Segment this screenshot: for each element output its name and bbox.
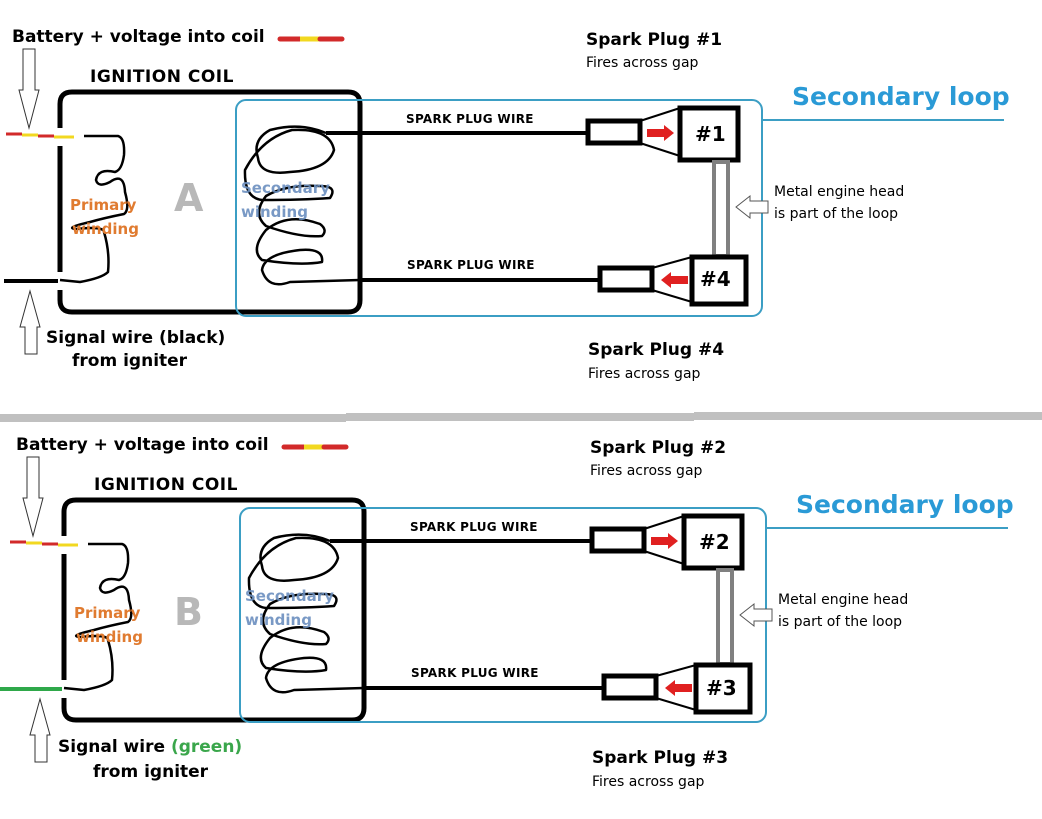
panel-divider [0, 412, 1042, 422]
engine-head-arrow-icon [739, 602, 773, 628]
plug-id-label: #3 [706, 676, 737, 700]
top-plug-title: Spark Plug #2 [590, 438, 727, 458]
primary-winding-coil [63, 542, 133, 692]
secondary-loop-label: Secondary loop [796, 490, 1014, 519]
signal-source-label: from igniter [72, 351, 188, 371]
coil-title: IGNITION COIL [94, 475, 238, 495]
primary-label-line1: Primary [70, 196, 137, 214]
bottom-plug-subtitle: Fires across gap [588, 366, 701, 382]
secondary-label-line1: Secondary [241, 179, 330, 197]
engine-head-arrow-icon [735, 194, 769, 220]
secondary-winding-coil [247, 533, 365, 694]
battery-label: Battery + voltage into coil [12, 27, 265, 47]
spark-plug-wire-label: SPARK PLUG WIRE [411, 666, 539, 680]
engine-head-bar [712, 160, 730, 258]
signal-label-prefix: Signal wire [58, 737, 166, 757]
secondary-loop-label: Secondary loop [792, 82, 1010, 111]
plug-id-label: #4 [700, 267, 731, 291]
battery-arrow-icon [18, 48, 40, 130]
top-plug-subtitle: Fires across gap [590, 463, 703, 479]
signal-arrow-icon [19, 289, 41, 355]
engine-head-label-2: is part of the loop [778, 614, 903, 630]
secondary-winding-label: Secondary winding [241, 176, 330, 224]
spark-plug-1-graphic [585, 105, 741, 163]
top-plug-title: Spark Plug #1 [586, 30, 723, 50]
secondary-label-line2: winding [241, 203, 308, 221]
engine-head-label-1: Metal engine head [774, 184, 905, 200]
spark-plug-4-graphic [597, 254, 749, 307]
primary-label-line1: Primary [74, 604, 141, 622]
spark-plug-3-graphic [601, 662, 753, 715]
signal-color-word: (black) [158, 328, 226, 348]
top-plug-subtitle: Fires across gap [586, 55, 699, 71]
signal-wire-label: Signal wire (black) [46, 328, 225, 348]
signal-color-word: (green) [170, 737, 243, 757]
ignition-coil-housing [61, 497, 367, 723]
panel-a [4, 36, 1004, 355]
engine-head-bar [716, 568, 734, 666]
primary-winding-coil [59, 134, 129, 284]
spark-arrow-icon [665, 680, 692, 696]
engine-head-label-1: Metal engine head [778, 592, 909, 608]
primary-winding-label: Primary winding [74, 601, 143, 649]
primary-label-line2: winding [72, 220, 139, 238]
engine-head-label-2: is part of the loop [774, 206, 899, 222]
spark-arrow-icon [647, 125, 674, 141]
spark-arrow-icon [651, 533, 678, 549]
secondary-label-line1: Secondary [245, 587, 334, 605]
signal-source-label: from igniter [93, 762, 209, 782]
spark-plug-2-graphic [589, 513, 745, 571]
secondary-label-line2: winding [245, 611, 312, 629]
signal-arrow-icon [29, 697, 51, 763]
spark-plug-wire-label: SPARK PLUG WIRE [410, 520, 538, 534]
battery-input-wire [6, 132, 74, 139]
bottom-plug-subtitle: Fires across gap [592, 774, 705, 790]
secondary-winding-coil [243, 125, 361, 286]
secondary-winding-label: Secondary winding [245, 584, 334, 632]
panel-letter: A [174, 176, 204, 220]
bottom-plug-title: Spark Plug #4 [588, 340, 725, 360]
ignition-coil-housing [57, 89, 363, 315]
plug-id-label: #2 [699, 530, 730, 554]
battery-arrow-icon [22, 456, 44, 538]
primary-label-line2: winding [76, 628, 143, 646]
spark-plug-wire-label: SPARK PLUG WIRE [407, 258, 535, 272]
battery-input-wire [10, 540, 78, 547]
coil-title: IGNITION COIL [90, 67, 234, 87]
spark-plug-wire-label: SPARK PLUG WIRE [406, 112, 534, 126]
signal-wire-label: Signal wire (green) [58, 737, 242, 757]
signal-label-prefix: Signal wire [46, 328, 154, 348]
battery-label: Battery + voltage into coil [16, 435, 269, 455]
bottom-plug-title: Spark Plug #3 [592, 748, 729, 768]
panel-b [0, 444, 1008, 763]
spark-arrow-icon [661, 272, 688, 288]
plug-id-label: #1 [695, 122, 726, 146]
primary-winding-label: Primary winding [70, 193, 139, 241]
panel-letter: B [174, 590, 203, 634]
